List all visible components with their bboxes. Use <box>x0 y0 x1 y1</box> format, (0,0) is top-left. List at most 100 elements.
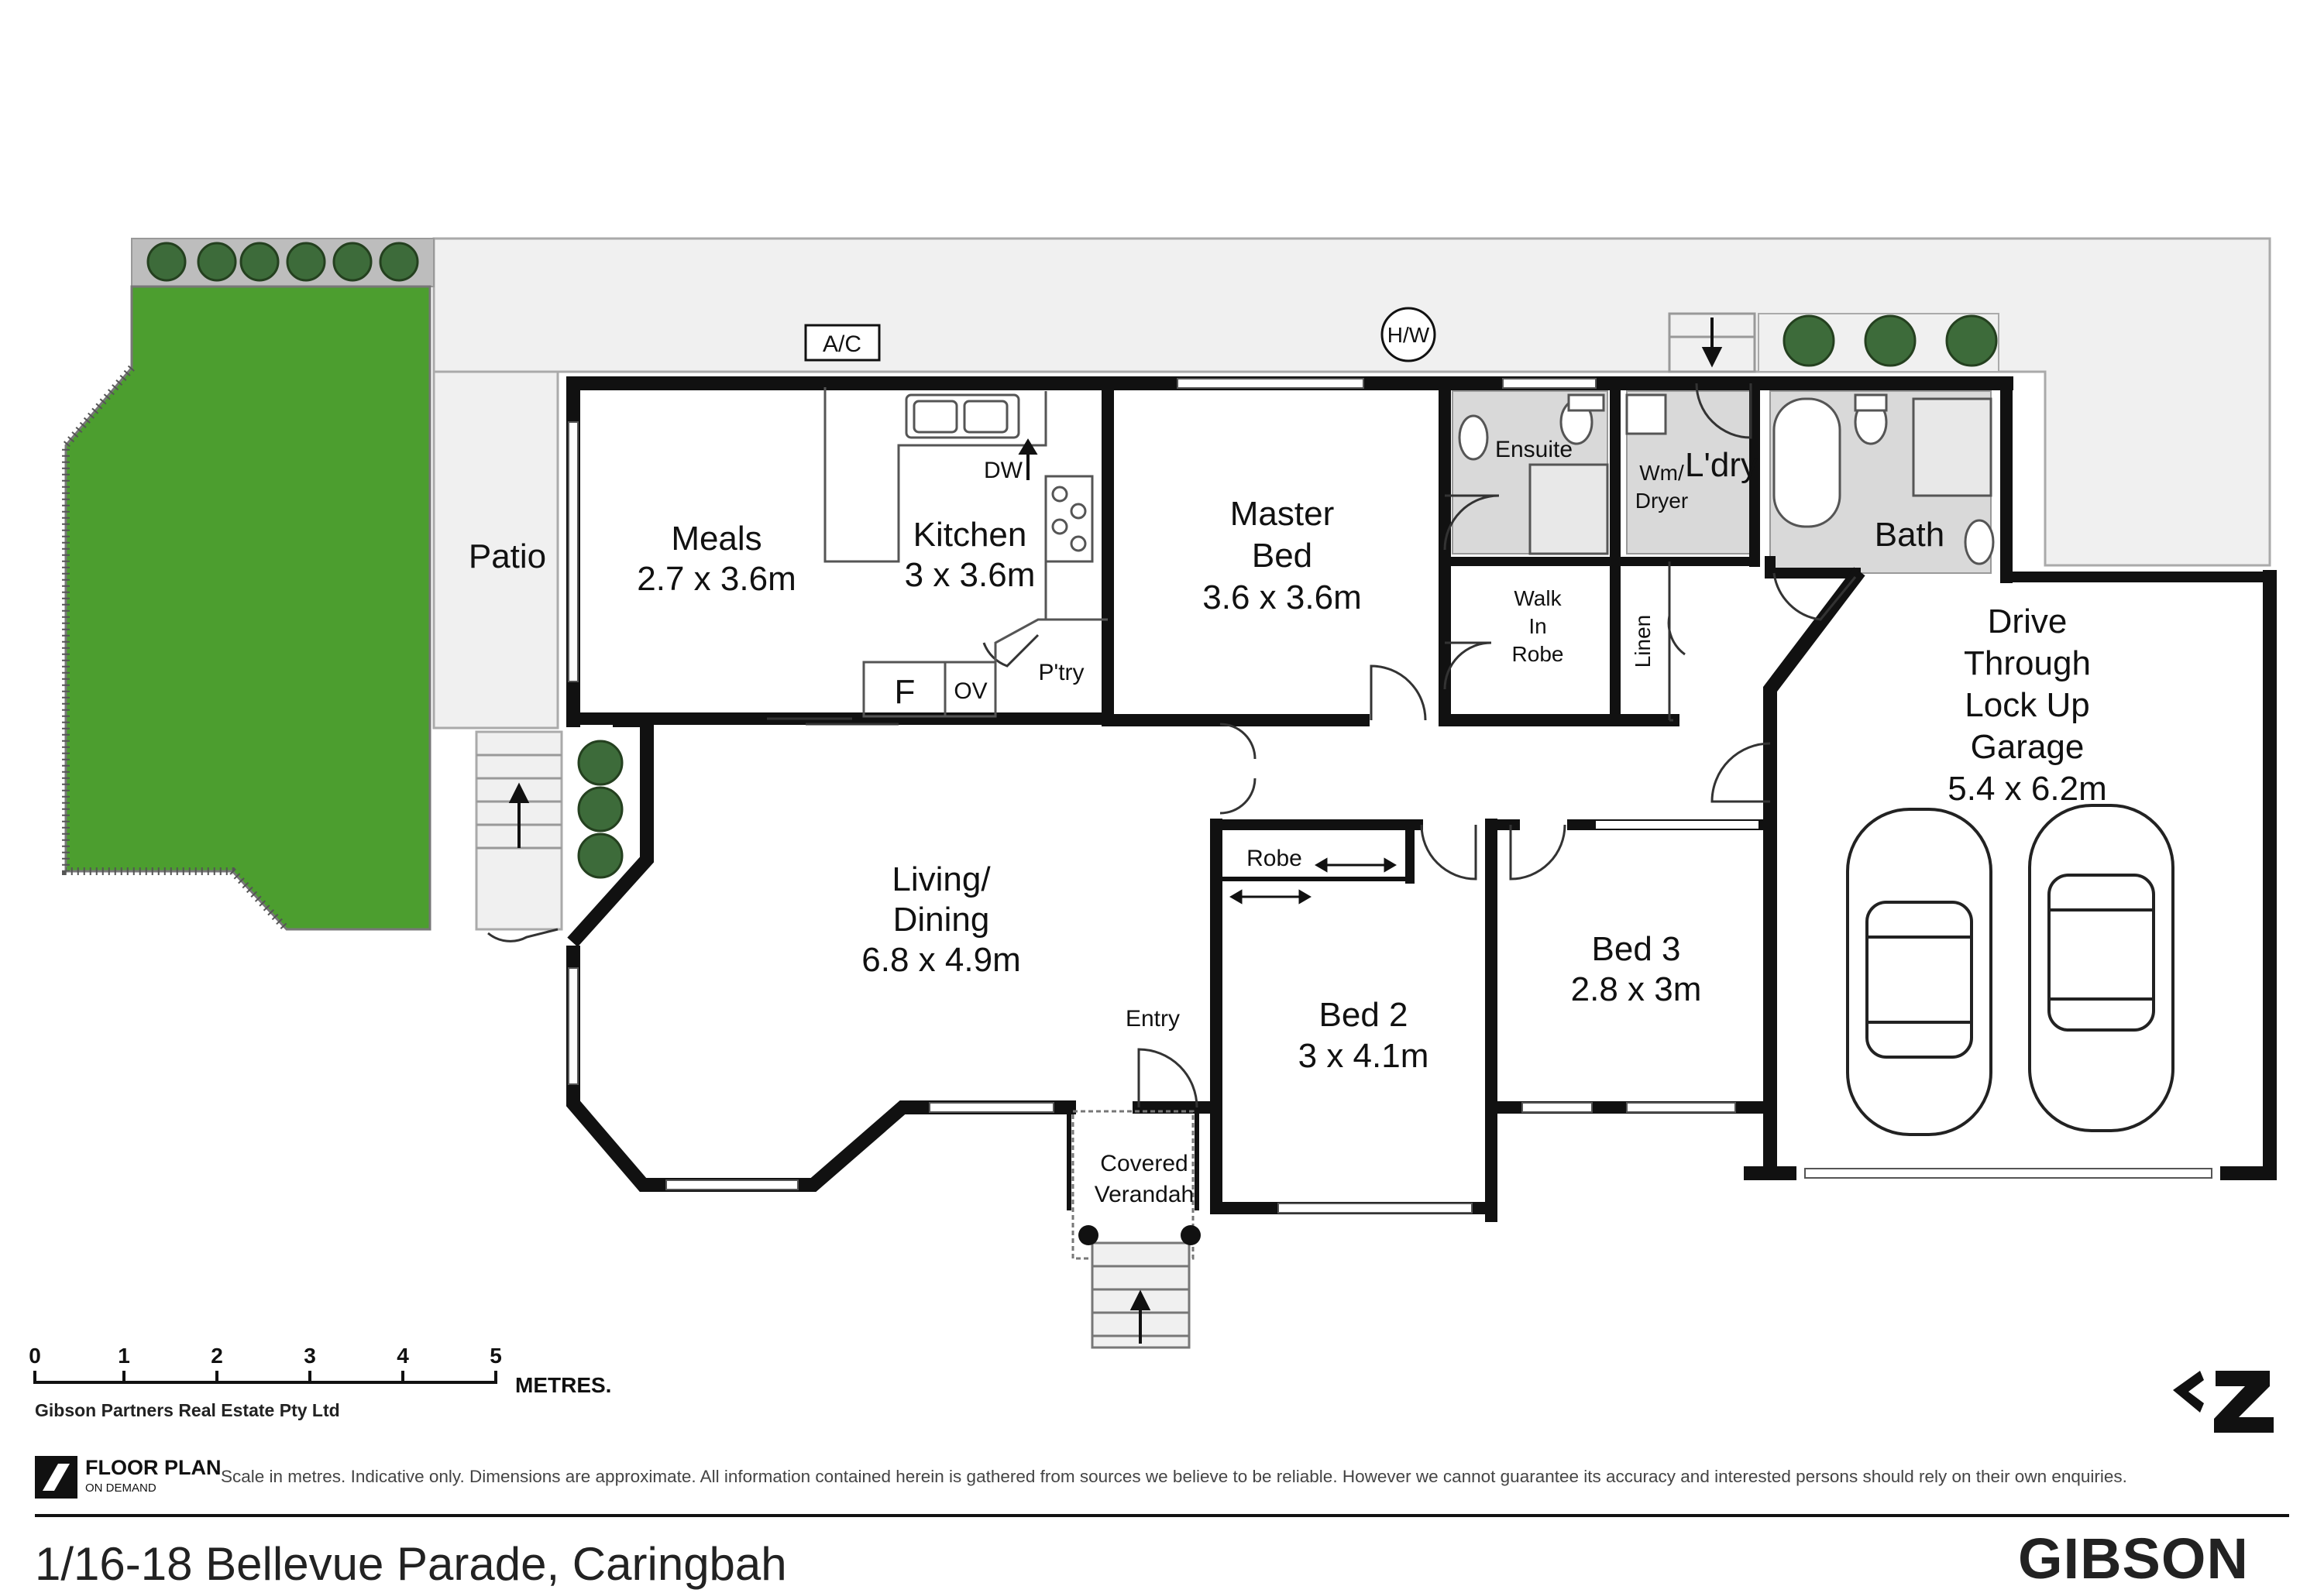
living-name-line2: Dining <box>893 901 990 939</box>
car-icon <box>1846 808 1992 1136</box>
scale-tick-3: 3 <box>304 1344 316 1368</box>
bed3-name: Bed 3 <box>1592 930 1681 968</box>
ensuite-shower-icon <box>1528 463 1609 555</box>
master-name-line1: Master <box>1230 495 1334 533</box>
north-arrow-icon <box>2173 1371 2274 1433</box>
verandah <box>1071 1110 1195 1349</box>
ac-unit <box>804 324 881 362</box>
doors <box>487 383 1857 1108</box>
scale-tick-1: 1 <box>118 1344 130 1368</box>
bed2-dimensions: 3 x 4.1m <box>1298 1037 1429 1075</box>
garage-name-line3: Lock Up <box>1965 686 2089 724</box>
tree-icon <box>332 242 373 282</box>
laundry-tub-icon <box>1625 393 1667 435</box>
ensuite-basin-icon <box>1458 414 1489 461</box>
robe-label: Robe <box>1246 846 1302 871</box>
oven-icon <box>944 661 997 718</box>
patio-label: Patio <box>469 537 546 575</box>
oven-label: OV <box>954 678 987 704</box>
robe-sliders <box>1229 857 1397 905</box>
scale-tick-0: 0 <box>29 1344 41 1368</box>
tree-icon <box>286 242 326 282</box>
bath-door <box>1772 572 1857 621</box>
lawn-edge <box>62 365 290 932</box>
garage-name-line1: Drive <box>1988 603 2068 640</box>
agency-name: Gibson Partners Real Estate Pty Ltd <box>35 1400 340 1420</box>
side-door <box>487 928 559 942</box>
fpod-title: FLOOR PLAN <box>85 1456 222 1479</box>
living-dimensions: 6.8 x 4.9m <box>861 941 1020 979</box>
windows <box>569 379 2212 1212</box>
shower-icon <box>1912 397 1992 497</box>
meals-dimensions: 2.7 x 3.6m <box>637 560 796 598</box>
scale-unit: METRES. <box>515 1373 611 1397</box>
ensuite-label: Ensuite <box>1495 437 1573 462</box>
tree-icon <box>1864 314 1917 367</box>
bed2-door <box>1420 824 1477 881</box>
cooktop-icon <box>1044 475 1094 563</box>
walkin-label-1: Walk <box>1514 586 1562 610</box>
washer-dryer-label-2: Dryer <box>1635 489 1688 513</box>
ac-label: A/C <box>823 331 861 357</box>
master-name-line2: Bed <box>1252 537 1312 575</box>
bed3-door <box>1509 824 1566 881</box>
walkin-label-2: In <box>1528 614 1546 638</box>
kitchen-name: Kitchen <box>913 516 1027 554</box>
kitchen-dimensions: 3 x 3.6m <box>905 556 1036 594</box>
bathroom-fixtures <box>1458 393 1995 565</box>
bed2-name: Bed 2 <box>1319 996 1408 1034</box>
hall-door <box>1219 723 1257 815</box>
bath-label: Bath <box>1875 516 1945 554</box>
living-name-line1: Living/ <box>892 860 991 898</box>
scale-tick-5: 5 <box>490 1344 502 1368</box>
sink-icon <box>905 393 1020 439</box>
tree-icons <box>146 242 1998 879</box>
scale-tick-2: 2 <box>211 1344 223 1368</box>
basin-icon <box>1964 519 1995 565</box>
entry-door <box>1137 1048 1198 1108</box>
tree-icon <box>197 242 237 282</box>
ensuite-door <box>1443 494 1500 551</box>
tree-icon <box>577 833 624 879</box>
garage-dimensions: 5.4 x 6.2m <box>1948 770 2106 808</box>
kitchen-slider <box>767 717 899 726</box>
tree-icon <box>146 242 187 282</box>
laundry-label: L'dry <box>1685 446 1758 484</box>
up-arrow-icon <box>508 782 530 848</box>
hw-label: H/W <box>1387 323 1430 347</box>
walkin-door <box>1443 641 1492 690</box>
fpod-subtitle: ON DEMAND <box>85 1481 156 1495</box>
linen-label: Linen <box>1631 615 1655 668</box>
master-dimensions: 3.6 x 3.6m <box>1202 578 1361 616</box>
tree-icon <box>577 740 624 786</box>
tree-icon <box>379 242 419 282</box>
kitchen-fixtures <box>823 387 1108 718</box>
car-icon <box>2028 804 2174 1132</box>
front-steps-arrow-icon <box>1129 1289 1151 1344</box>
side-paving <box>432 237 2271 567</box>
footer-divider <box>35 1514 2289 1517</box>
tree-icon <box>1945 314 1998 367</box>
tree-icon <box>239 242 280 282</box>
entry-label: Entry <box>1126 1006 1180 1032</box>
bathtub-icon <box>1772 397 1841 528</box>
disclaimer: Scale in metres. Indicative only. Dimens… <box>221 1467 2127 1486</box>
walkin-label-3: Robe <box>1512 642 1564 666</box>
linen-door <box>1667 615 1686 656</box>
patio-area <box>432 370 559 730</box>
pantry-label: P'try <box>1038 660 1084 685</box>
bed3-dimensions: 2.8 x 3m <box>1571 970 1702 1008</box>
washer-dryer-label-1: Wm/ <box>1639 461 1684 485</box>
dw-arrow-icon <box>1018 438 1038 480</box>
hot-water-unit <box>1380 307 1436 362</box>
dishwasher-label: DW <box>984 458 1023 483</box>
tree-icon <box>1783 314 1835 367</box>
garage-door <box>1710 742 1771 803</box>
scale-tick-4: 4 <box>397 1344 409 1368</box>
side-steps-area <box>475 730 563 931</box>
down-arrow-icon <box>1701 318 1723 368</box>
fpod-logo-icon <box>35 1456 77 1499</box>
laundry-door <box>1695 383 1752 439</box>
brand-logo: GIBSON <box>2018 1526 2249 1591</box>
